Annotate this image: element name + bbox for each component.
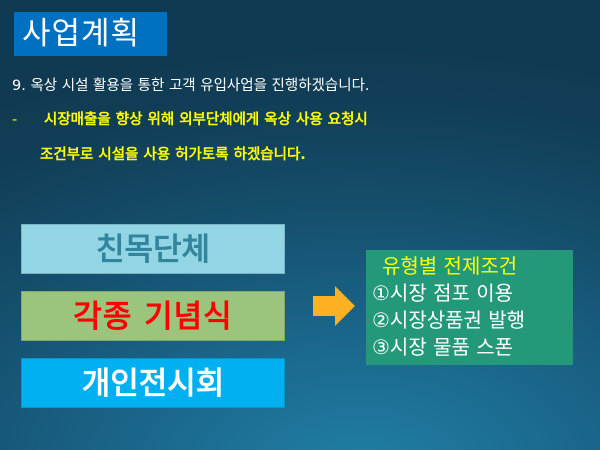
condition-item: ①시장 점포 이용 — [372, 281, 514, 305]
bullet-line-2: - 시장매출을 향상 위해 외부단체에게 옥상 사용 요청시 — [12, 108, 368, 129]
conditions-title: 유형별 전제조건 — [382, 254, 518, 278]
category-box-social-groups: 친목단체 — [21, 224, 285, 274]
bullet-line-3: 조건부로 시설을 사용 허가토록 하겠습니다. — [40, 147, 306, 163]
right-arrow-icon — [313, 286, 355, 326]
category-box-exhibitions: 개인전시회 — [21, 358, 285, 408]
conditions-box: 유형별 전제조건 ①시장 점포 이용 ②시장상품권 발행 ③시장 물품 스폰 — [366, 250, 573, 365]
category-box-ceremonies: 각종 기념식 — [21, 291, 285, 341]
condition-item: ③시장 물품 스폰 — [372, 335, 514, 359]
condition-item: ②시장상품권 발행 — [372, 308, 526, 332]
dash-marker: - — [12, 112, 18, 128]
bullet-line-1: 9. 옥상 시설 활용을 통한 고객 유입사업을 진행하겠습니다. — [12, 78, 370, 94]
bullet-line-2-text: 시장매출을 향상 위해 외부단체에게 옥상 사용 요청시 — [44, 112, 368, 128]
slide-title: 사업계획 — [14, 12, 167, 56]
